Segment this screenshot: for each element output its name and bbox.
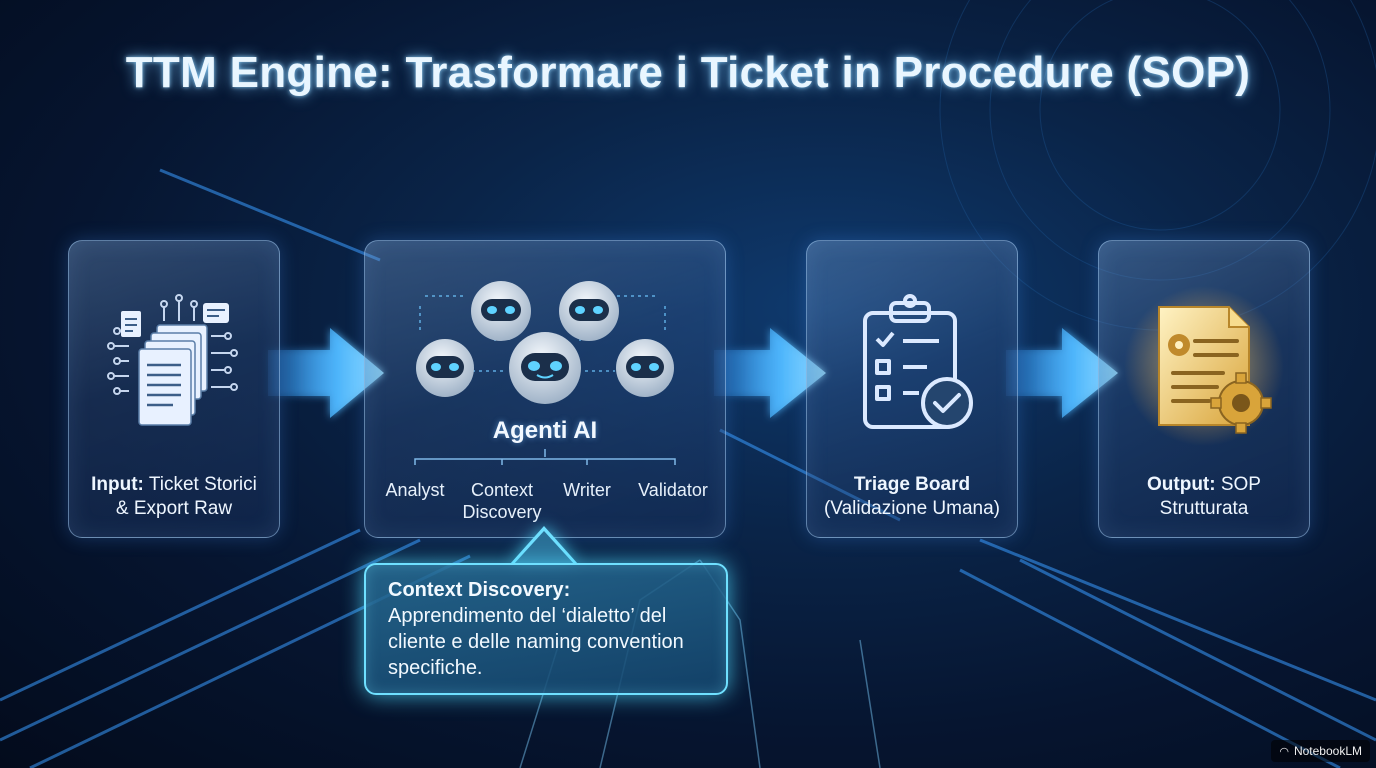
gear-icon: [1210, 372, 1272, 434]
documents-circuit-icon: [107, 294, 238, 426]
arrow-triage-to-output: [1006, 328, 1118, 418]
input-label-bold: Input:: [91, 474, 144, 495]
arrow-agents-to-triage: [714, 328, 826, 418]
step-card-output: Output: SOP Strutturata: [1098, 240, 1310, 538]
page-title: TTM Engine: Trasformare i Ticket in Proc…: [125, 48, 1251, 97]
agent-context-line2: Discovery: [462, 502, 542, 522]
clipboard-check-icon: [863, 294, 973, 429]
robot-group: [416, 281, 674, 404]
step-card-input: Input: Ticket Storici & Export Raw: [68, 240, 280, 538]
callout-text: Context Discovery: Apprendimento del ‘di…: [388, 577, 708, 681]
step-card-triage: Triage Board (Validazione Umana): [806, 240, 1018, 538]
agent-analyst: Analyst: [385, 480, 445, 500]
output-label-rest: SOP: [1215, 474, 1261, 495]
ai-robots-icon: [414, 281, 676, 465]
agent-context-line1: Context: [470, 480, 534, 500]
triage-label-bold: Triage Board: [853, 474, 971, 495]
agents-title: Agenti AI: [492, 417, 598, 444]
arrow-input-to-agents: [268, 328, 384, 418]
input-label-rest: Ticket Storici: [143, 474, 257, 495]
input-label: Input: Ticket Storici & Export Raw: [69, 473, 279, 521]
context-discovery-callout: Context Discovery: Apprendimento del ‘di…: [364, 563, 728, 695]
step-card-agents: Agenti AI Analyst Context Discovery Writ…: [364, 240, 726, 538]
callout-pointer-fill: [513, 531, 575, 565]
badge-text: NotebookLM: [1293, 744, 1362, 758]
output-label-bold: Output:: [1147, 474, 1216, 495]
agent-context-discovery: Context Discovery: [462, 479, 541, 523]
notebooklm-logo-icon: ◠: [1279, 745, 1289, 758]
input-label-line2: & Export Raw: [115, 498, 233, 519]
agent-validator: Validator: [638, 480, 708, 500]
callout-body: Apprendimento del ‘dialetto’ del cliente…: [388, 605, 684, 679]
triage-label: Triage Board (Validazione Umana): [807, 473, 1017, 521]
output-label: Output: SOP Strutturata: [1099, 473, 1309, 521]
callout-title: Context Discovery:: [388, 579, 571, 601]
output-label-line2: Strutturata: [1159, 498, 1249, 519]
agent-writer: Writer: [563, 480, 611, 500]
golden-document-gear-icon: [1124, 286, 1284, 446]
notebooklm-badge: ◠ NotebookLM: [1271, 740, 1370, 762]
triage-label-line2: (Validazione Umana): [823, 498, 1000, 519]
agents-tree-lines: [414, 449, 676, 465]
